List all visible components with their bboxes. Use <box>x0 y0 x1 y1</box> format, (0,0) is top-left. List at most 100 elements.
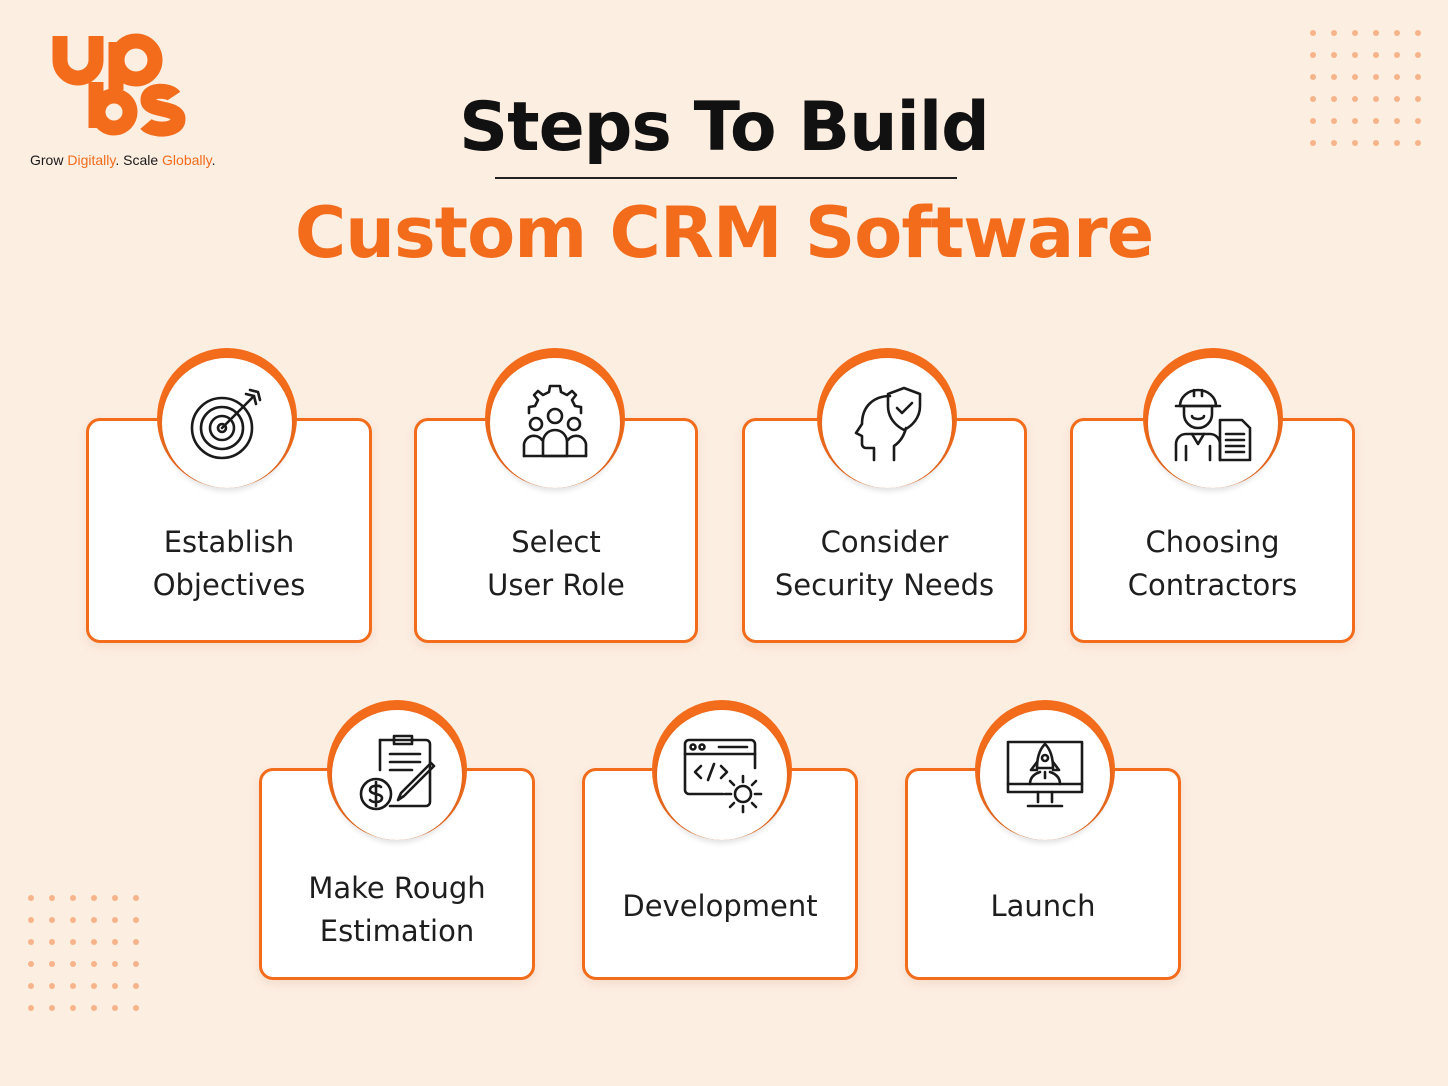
contractor-icon <box>1174 388 1252 462</box>
decorative-dot <box>70 939 76 945</box>
decorative-dot <box>1415 140 1421 146</box>
badge-establish-objectives <box>157 348 297 498</box>
target-icon <box>190 388 262 460</box>
decorative-dot <box>1394 96 1400 102</box>
badge-select-user-role <box>485 348 625 498</box>
decorative-dot <box>1331 118 1337 124</box>
decorative-dot <box>28 1005 34 1011</box>
decorative-dot <box>49 961 55 967</box>
decorative-dot <box>1352 118 1358 124</box>
decorative-dot <box>49 983 55 989</box>
badge-make-rough-estimation <box>327 700 467 850</box>
decorative-dot <box>112 1005 118 1011</box>
decorative-dot <box>1394 52 1400 58</box>
decorative-dot <box>1373 140 1379 146</box>
decorative-dot <box>1373 30 1379 36</box>
decorative-dot <box>91 917 97 923</box>
step-card-make-rough-estimation: Make Rough Estimation <box>259 768 535 980</box>
decorative-dot <box>91 961 97 967</box>
step-label: Consider Security Needs <box>774 525 995 602</box>
decorative-dot <box>1331 74 1337 80</box>
badge-launch <box>975 700 1115 850</box>
code-window-gear-icon <box>683 738 763 814</box>
decorative-dot <box>28 939 34 945</box>
step-label: Select User Role <box>487 525 625 602</box>
decorative-dot <box>112 917 118 923</box>
decorative-dot <box>1310 52 1316 58</box>
decorative-dot <box>1352 74 1358 80</box>
step-label: Make Rough Estimation <box>308 871 486 948</box>
step-label: Choosing Contractors <box>1127 525 1298 602</box>
step-label: Establish Objectives <box>152 525 306 602</box>
brand-logo: Grow Digitally. Scale Globally. <box>28 28 258 178</box>
decorative-dot <box>28 961 34 967</box>
decorative-dot <box>1394 118 1400 124</box>
decorative-dot <box>1331 52 1337 58</box>
decorative-dot <box>70 983 76 989</box>
monitor-rocket-icon <box>1006 740 1084 808</box>
brand-tagline: Grow Digitally. Scale Globally. <box>30 152 216 168</box>
decorative-dot <box>1415 52 1421 58</box>
step-label: Launch <box>990 889 1096 923</box>
decorative-dot <box>49 895 55 901</box>
decorative-dot <box>1310 118 1316 124</box>
estimate-clipboard-icon <box>359 734 436 811</box>
decorative-dot <box>91 939 97 945</box>
decorative-dots-top <box>1310 30 1421 146</box>
decorative-dot <box>1352 96 1358 102</box>
decorative-dot <box>28 895 34 901</box>
decorative-dot <box>1415 74 1421 80</box>
decorative-dot <box>133 961 139 967</box>
decorative-dot <box>49 1005 55 1011</box>
decorative-dot <box>70 961 76 967</box>
decorative-dot <box>112 895 118 901</box>
decorative-dot <box>1310 30 1316 36</box>
decorative-dot <box>1352 30 1358 36</box>
decorative-dot <box>91 895 97 901</box>
decorative-dot <box>70 1005 76 1011</box>
decorative-dot <box>133 1005 139 1011</box>
page-title: Steps To Build <box>459 88 990 167</box>
decorative-dot <box>1373 74 1379 80</box>
decorative-dot <box>91 1005 97 1011</box>
decorative-dot <box>28 917 34 923</box>
decorative-dot <box>1352 52 1358 58</box>
decorative-dot <box>133 983 139 989</box>
badge-choosing-contractors <box>1143 348 1283 498</box>
decorative-dot <box>1352 140 1358 146</box>
page-subtitle: Custom CRM Software <box>294 192 1154 274</box>
decorative-dot <box>1373 52 1379 58</box>
decorative-dot <box>1415 30 1421 36</box>
decorative-dot <box>49 917 55 923</box>
decorative-dots-bottom <box>28 895 139 1011</box>
decorative-dot <box>70 895 76 901</box>
decorative-dot <box>112 939 118 945</box>
decorative-dot <box>112 961 118 967</box>
decorative-dot <box>1331 96 1337 102</box>
decorative-dot <box>112 983 118 989</box>
decorative-dot <box>133 895 139 901</box>
decorative-dot <box>91 983 97 989</box>
badge-development <box>652 700 792 850</box>
decorative-dot <box>1394 140 1400 146</box>
decorative-dot <box>1310 74 1316 80</box>
decorative-dot <box>1310 96 1316 102</box>
decorative-dot <box>1373 118 1379 124</box>
decorative-dot <box>1415 118 1421 124</box>
team-gear-icon <box>522 384 588 458</box>
decorative-dot <box>1373 96 1379 102</box>
head-shield-icon <box>854 386 922 462</box>
decorative-dot <box>133 939 139 945</box>
decorative-dot <box>1310 140 1316 146</box>
step-label: Development <box>622 889 818 923</box>
upbs-logo-mark <box>52 33 186 137</box>
decorative-dot <box>28 983 34 989</box>
decorative-dot <box>1394 30 1400 36</box>
badge-consider-security-needs <box>817 348 957 498</box>
title-underline <box>495 177 957 179</box>
decorative-dot <box>1394 74 1400 80</box>
decorative-dot <box>133 917 139 923</box>
decorative-dot <box>1331 30 1337 36</box>
decorative-dot <box>70 917 76 923</box>
